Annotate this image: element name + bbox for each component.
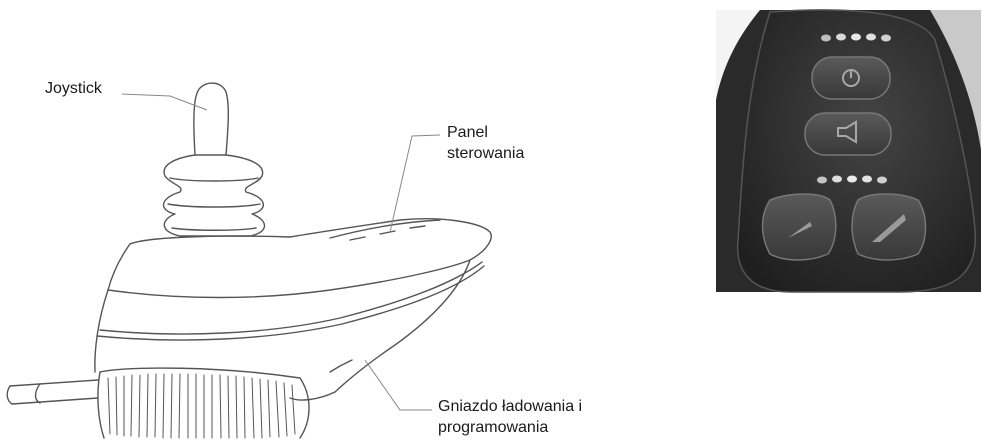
horn-button[interactable] bbox=[805, 113, 891, 155]
speed-down-button[interactable] bbox=[763, 194, 836, 260]
power-button[interactable] bbox=[812, 57, 890, 99]
speed-up-button[interactable] bbox=[852, 194, 926, 260]
